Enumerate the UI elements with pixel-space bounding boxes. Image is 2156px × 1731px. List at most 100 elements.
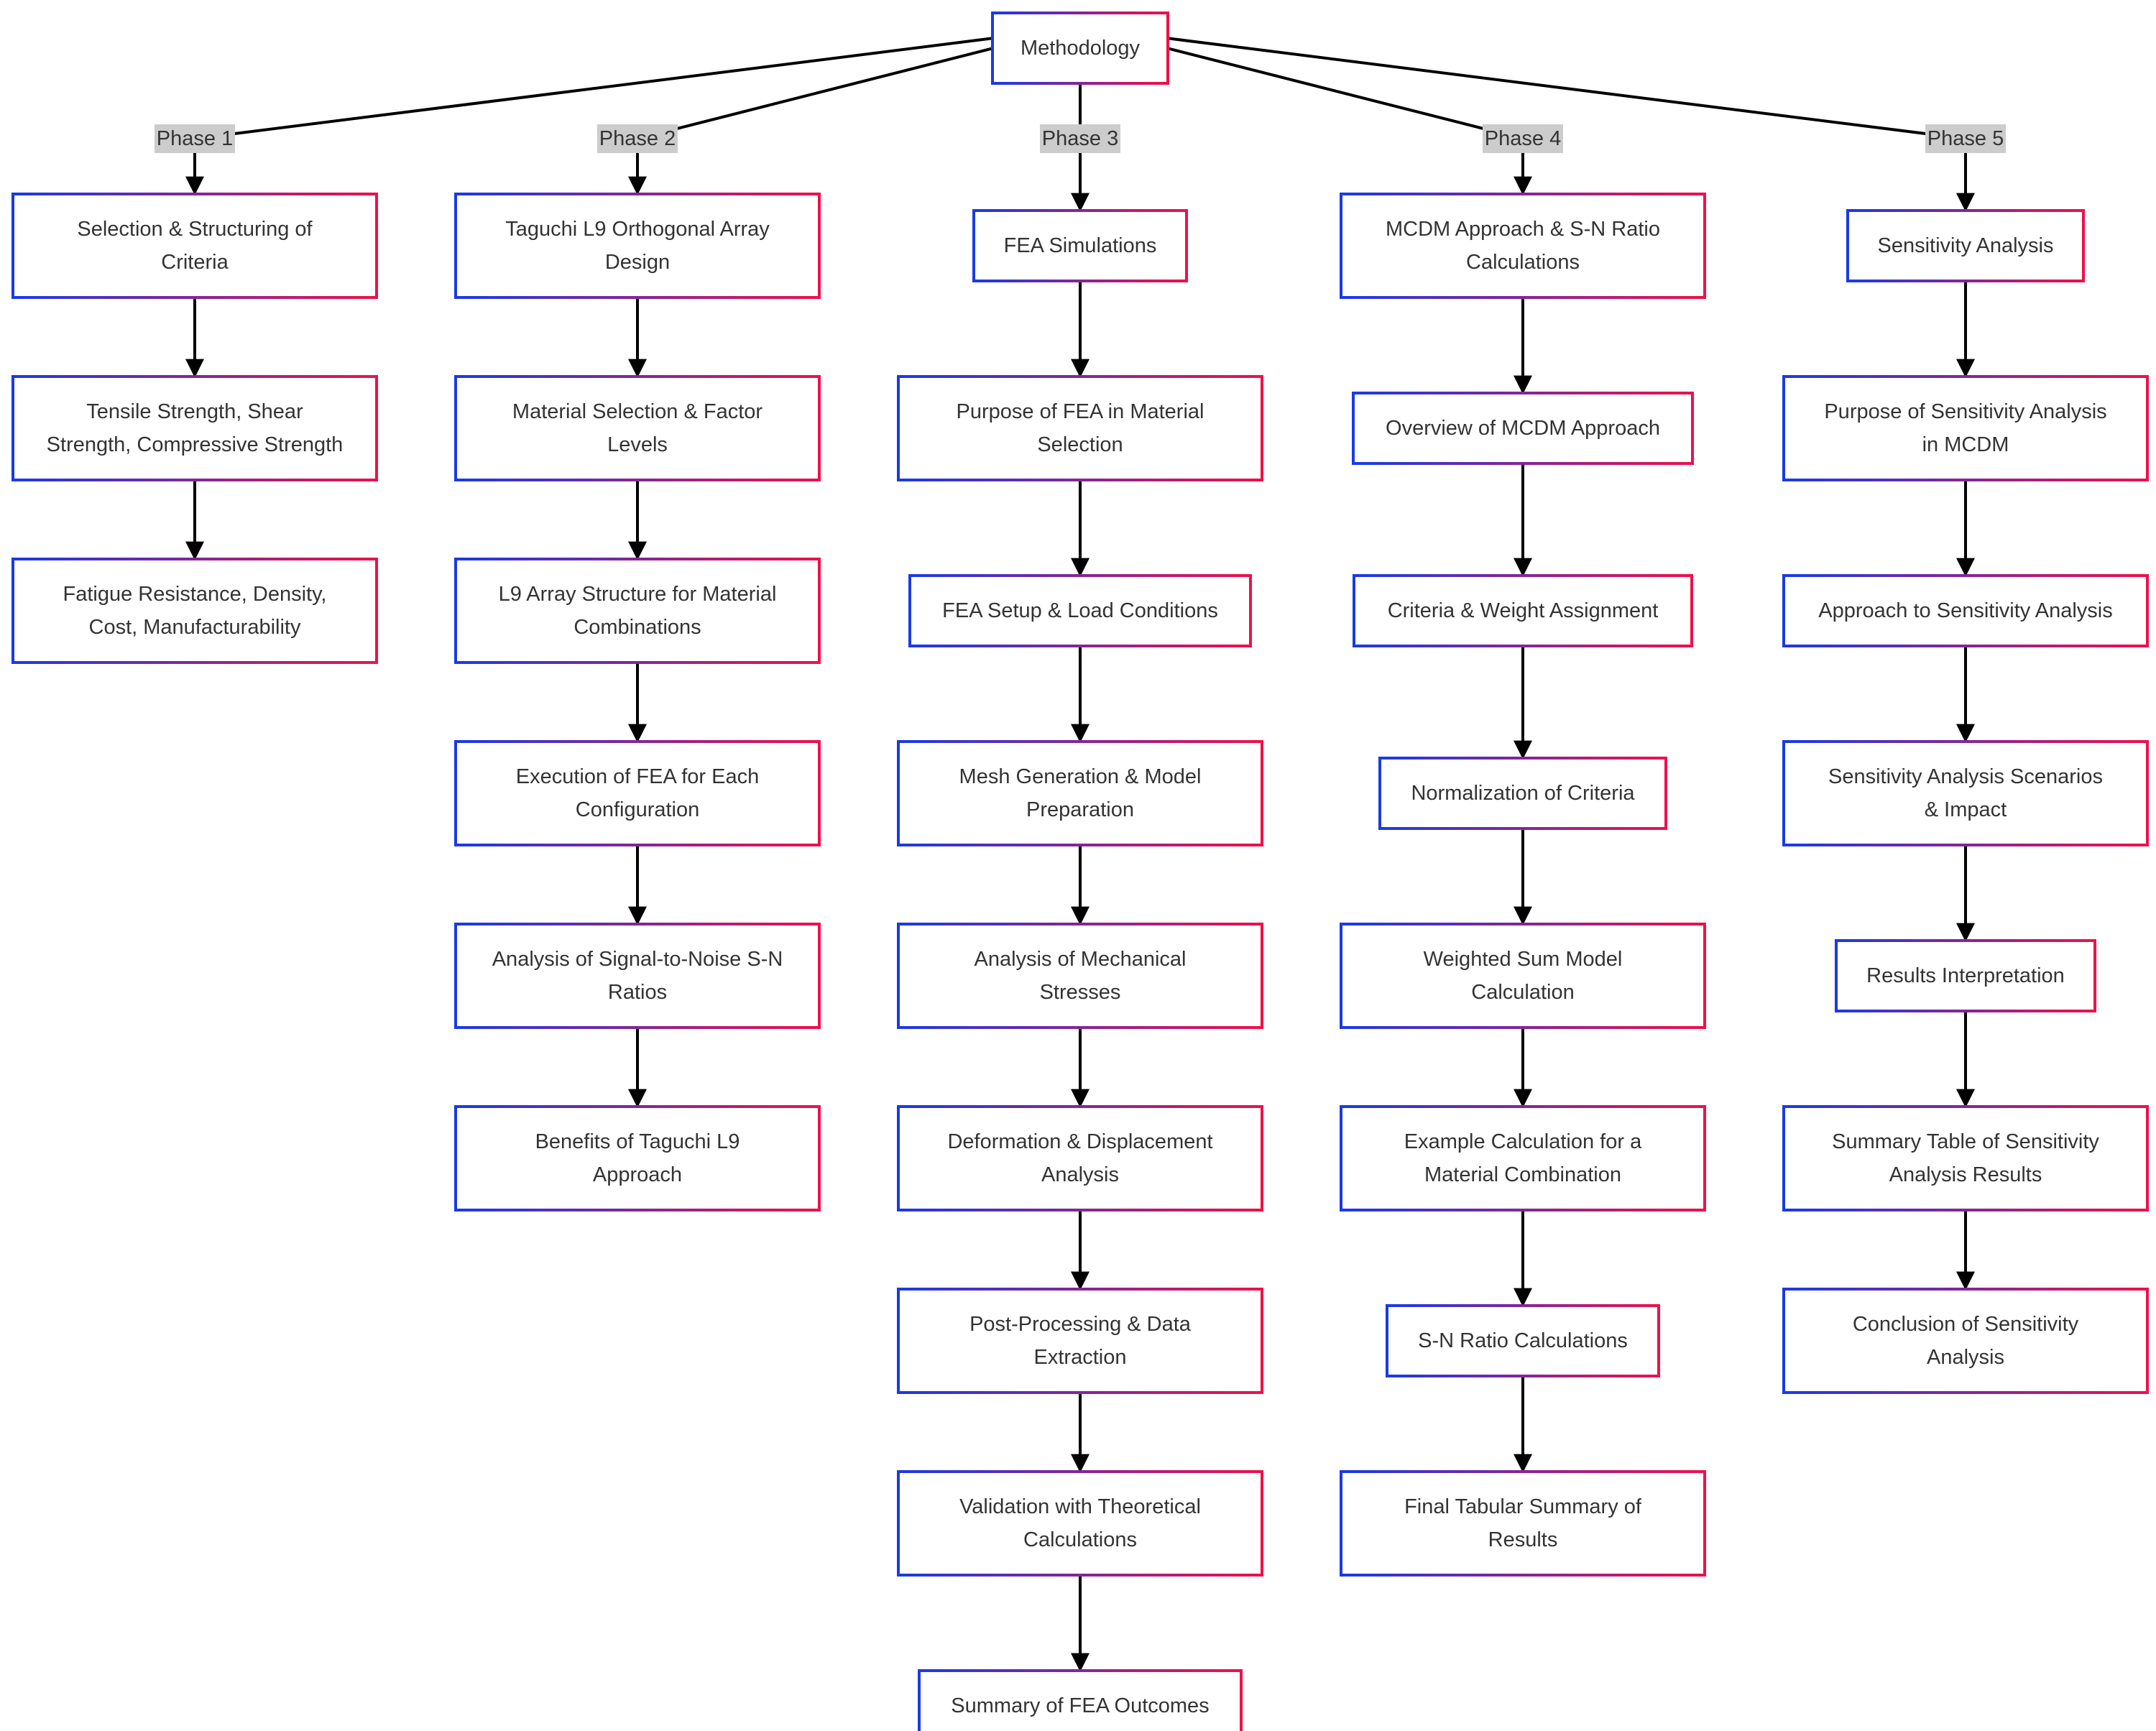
node-label-line: Final Tabular Summary of: [1404, 1495, 1642, 1518]
node-box: [1782, 1105, 2149, 1211]
node-p5n5: Results Interpretation: [1835, 939, 2096, 1012]
node-label-line: Analysis: [1041, 1163, 1119, 1186]
node-label-line: Benefits of Taguchi L9: [535, 1130, 740, 1153]
node-label-line: Conclusion of Sensitivity: [1853, 1313, 2079, 1336]
node-p5n4: Sensitivity Analysis Scenarios & Impact: [1782, 740, 2149, 846]
node-box: [1340, 1470, 1706, 1577]
phase-label-bg: [597, 124, 678, 153]
node-label-line: Configuration: [576, 798, 700, 821]
node-label-line: Summary of FEA Outcomes: [951, 1694, 1209, 1717]
node-p5n2: Purpose of Sensitivity Analysis in MCDM: [1782, 375, 2149, 481]
node-box: [454, 923, 821, 1029]
node-box: [454, 558, 821, 664]
node-box: [908, 574, 1252, 647]
node-label-line: in MCDM: [1922, 433, 2009, 456]
node-box: [11, 558, 378, 664]
node-p4n8: Final Tabular Summary of Results: [1340, 1470, 1706, 1577]
node-box: [897, 1288, 1263, 1394]
node-p1n3: Fatigue Resistance, Density, Cost, Manufa…: [11, 558, 378, 664]
node-label-line: Weighted Sum Model: [1424, 948, 1623, 971]
phase-label-4: Phase 4: [1483, 124, 1563, 153]
node-box: [11, 375, 378, 481]
node-label-line: Results Interpretation: [1866, 964, 2065, 987]
phase-label-3: Phase 3: [1040, 124, 1120, 153]
node-box: [1782, 1288, 2149, 1394]
node-label-line: Cost, Manufacturability: [89, 616, 301, 639]
node-label-line: Results: [1488, 1528, 1558, 1551]
node-label-line: Material Combination: [1424, 1163, 1621, 1186]
node-box: [1782, 375, 2149, 481]
node-box: [454, 1105, 821, 1211]
node-label-line: Validation with Theoretical: [959, 1495, 1201, 1518]
node-box: [918, 1669, 1243, 1731]
phase-label-text: Phase 3: [1042, 127, 1118, 150]
phase-label-bg: [1040, 124, 1120, 153]
node-box: [454, 740, 821, 846]
node-box: [1353, 574, 1693, 647]
edge-root-to-phase-1: [194, 37, 993, 140]
phase-label-text: Phase 2: [599, 127, 676, 150]
phase-label-bg: [155, 124, 235, 153]
node-label-line: S-N Ratio Calculations: [1418, 1329, 1628, 1352]
node-box: [1340, 923, 1706, 1029]
node-p3n3: FEA Setup & Load Conditions: [908, 574, 1252, 647]
node-box: [1378, 757, 1667, 830]
node-box: [454, 193, 821, 299]
node-label-line: Stresses: [1040, 981, 1121, 1004]
edge-root-to-phase-2: [637, 47, 993, 140]
node-label-line: Selection: [1037, 433, 1123, 456]
node-label-line: Strength, Compressive Strength: [47, 433, 344, 456]
node-label-line: Normalization of Criteria: [1411, 782, 1635, 805]
node-box: [11, 193, 378, 299]
node-label-line: & Impact: [1925, 798, 2007, 821]
node-p4n2: Overview of MCDM Approach: [1352, 392, 1694, 465]
node-label-line: Sensitivity Analysis Scenarios: [1828, 765, 2103, 788]
node-label-line: Calculations: [1023, 1528, 1137, 1551]
node-label-line: Purpose of Sensitivity Analysis: [1824, 400, 2106, 423]
node-label-line: Tensile Strength, Shear: [86, 400, 303, 423]
node-box: [1782, 574, 2149, 647]
node-label-line: Post-Processing & Data: [969, 1313, 1192, 1336]
node-box: [1782, 740, 2149, 846]
phase-label-bg: [1925, 124, 2006, 153]
node-label-line: Preparation: [1026, 798, 1134, 821]
edges-layer: [185, 37, 1975, 1672]
phase-label-text: Phase 5: [1927, 127, 2004, 150]
node-label-line: MCDM Approach & S-N Ratio: [1386, 218, 1660, 241]
node-p4n7: S-N Ratio Calculations: [1386, 1304, 1660, 1377]
node-p2n3: L9 Array Structure for MaterialCombinati…: [454, 558, 821, 664]
node-box: [1352, 392, 1694, 465]
node-p4n3: Criteria & Weight Assignment: [1353, 574, 1693, 647]
node-label-line: Design: [605, 251, 670, 274]
phase-label-text: Phase 4: [1485, 127, 1561, 150]
node-label-line: Purpose of FEA in Material: [957, 400, 1204, 423]
node-box: [454, 375, 821, 481]
node-label-line: Selection & Structuring of: [77, 218, 313, 241]
node-label-line: Execution of FEA for Each: [516, 765, 760, 788]
node-p5n3: Approach to Sensitivity Analysis: [1782, 574, 2149, 647]
node-box: [1340, 193, 1706, 299]
node-label-line: Summary Table of Sensitivity: [1832, 1130, 2099, 1153]
phase-label-2: Phase 2: [597, 124, 678, 153]
node-label-line: Deformation & Displacement: [947, 1130, 1212, 1153]
node-label-line: Methodology: [1021, 37, 1141, 60]
node-label-line: Fatigue Resistance, Density,: [63, 583, 327, 606]
node-label-line: Analysis Results: [1889, 1163, 2042, 1186]
node-box: [991, 11, 1169, 85]
node-p5n1: Sensitivity Analysis: [1846, 209, 2085, 282]
edge-root-to-phase-4: [1167, 47, 1524, 140]
node-p3n9: Summary of FEA Outcomes: [918, 1669, 1243, 1731]
